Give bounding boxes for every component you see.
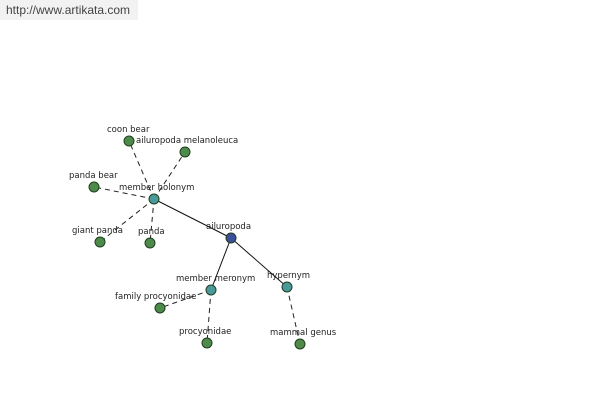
- node-member-meronym[interactable]: [205, 284, 217, 296]
- node-member-holonym[interactable]: [148, 193, 160, 205]
- node-ailuropoda[interactable]: [225, 232, 237, 244]
- edge-hypernym-to-mammal-genus: [286, 286, 301, 345]
- node-label-ailuropoda[interactable]: ailuropoda: [206, 222, 251, 232]
- node-label-member-meronym[interactable]: member meronym: [176, 274, 255, 284]
- labels-layer: ailuropoda member holonym member meronym hy…: [69, 125, 337, 338]
- node-label-family-procyonidae[interactable]: family procyonidae: [115, 292, 196, 302]
- node-panda-bear[interactable]: [88, 181, 100, 193]
- node-label-giant-panda[interactable]: giant panda: [72, 226, 123, 236]
- edge-member-holonym-to-ailuropoda-melanoleuca: [153, 151, 186, 200]
- node-mammal-genus[interactable]: [294, 338, 306, 350]
- node-hypernym[interactable]: [281, 281, 293, 293]
- node-label-coon-bear[interactable]: coon bear: [107, 125, 150, 135]
- edge-member-holonym-to-panda: [149, 198, 155, 244]
- edge-ailuropoda-to-hypernym: [230, 237, 288, 288]
- nodes-layer: [88, 135, 306, 350]
- node-giant-panda[interactable]: [94, 236, 106, 248]
- edge-member-holonym-to-panda-bear: [93, 186, 155, 200]
- edge-member-holonym-to-giant-panda: [99, 198, 155, 243]
- node-procyonidae[interactable]: [201, 337, 213, 349]
- edge-member-holonym-to-coon-bear: [128, 140, 155, 200]
- node-label-ailuropoda-melanoleuca[interactable]: ailuropoda melanoleuca: [136, 136, 238, 146]
- node-panda[interactable]: [144, 237, 156, 249]
- node-label-mammal-genus[interactable]: mammal genus: [270, 328, 337, 338]
- node-label-panda-bear[interactable]: panda bear: [69, 171, 118, 181]
- source-url-bar: http://www.artikata.com: [0, 0, 138, 20]
- node-label-procyonidae[interactable]: procyonidae: [179, 327, 231, 337]
- source-url-link[interactable]: http://www.artikata.com: [6, 3, 131, 17]
- node-label-member-holonym[interactable]: member holonym: [119, 183, 194, 193]
- node-label-hypernym[interactable]: hypernym: [267, 271, 310, 281]
- edge-member-meronym-to-family-procyonidae: [159, 289, 212, 309]
- node-label-panda[interactable]: panda: [138, 227, 165, 237]
- node-ailuropoda-melanoleuca[interactable]: [179, 146, 191, 158]
- node-coon-bear[interactable]: [123, 135, 135, 147]
- edge-ailuropoda-to-member-meronym: [210, 237, 232, 291]
- edges-layer: [93, 140, 301, 345]
- edge-ailuropoda-to-member-holonym: [153, 198, 232, 239]
- node-family-procyonidae[interactable]: [154, 302, 166, 314]
